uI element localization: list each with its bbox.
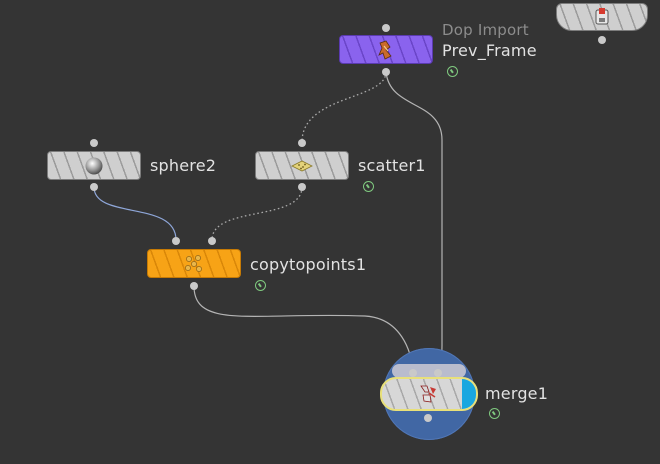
node-copytopoints1-input-port-right[interactable] — [208, 237, 216, 245]
node-dopimport-type-label: Dop Import — [442, 21, 529, 39]
node-dopimport-input-port[interactable] — [382, 24, 390, 32]
node-copytopoints1-display-flag-icon[interactable] — [255, 280, 266, 291]
wire-sphere2-copytopoints1 — [93, 186, 177, 241]
node-copytopoints1-input-port-left[interactable] — [172, 237, 180, 245]
wire-scatter1-copytopoints1 — [211, 186, 303, 241]
wire-dopimport-merge1 — [385, 71, 443, 376]
node-merge1-input-bar[interactable] — [392, 364, 466, 378]
wire-copytopoints1-merge1 — [193, 285, 414, 375]
node-dopimport-display-flag-icon[interactable] — [447, 66, 458, 77]
node-sphere2-output-port[interactable] — [90, 183, 98, 191]
node-copytopoints1-output-port[interactable] — [190, 282, 198, 290]
node-scatter1-display-flag-icon[interactable] — [363, 181, 374, 192]
merge-icon — [420, 385, 436, 403]
node-sphere2-name-label: sphere2 — [150, 156, 217, 175]
node-scatter1-output-port[interactable] — [298, 183, 306, 191]
node-merge1-input-port-right[interactable] — [434, 369, 442, 377]
node-unnamed-output-port[interactable] — [598, 36, 606, 44]
node-scatter1-name-label: scatter1 — [358, 156, 426, 175]
node-merge1-input-port-left[interactable] — [409, 369, 417, 377]
node-merge1-display-flag-icon[interactable] — [489, 408, 500, 419]
node-unnamed[interactable] — [556, 3, 648, 31]
wire-dopimport-scatter1 — [301, 71, 387, 143]
node-copytopoints1-name-label: copytopoints1 — [250, 255, 367, 274]
sphere-icon — [85, 157, 103, 174]
node-sphere2[interactable] — [47, 151, 141, 180]
node-scatter1-input-port[interactable] — [298, 139, 306, 147]
node-sphere2-input-port[interactable] — [90, 139, 98, 147]
node-dopimport[interactable] — [339, 35, 433, 64]
output-icon — [595, 8, 609, 25]
scatter-icon — [291, 160, 313, 171]
node-dopimport-output-port[interactable] — [382, 68, 390, 76]
node-scatter1[interactable] — [255, 151, 349, 180]
dop-import-icon — [378, 40, 392, 60]
node-merge1-output-port[interactable] — [424, 414, 432, 422]
node-copytopoints1[interactable] — [147, 249, 241, 278]
node-merge1-name-label: merge1 — [485, 384, 549, 403]
node-merge1[interactable] — [380, 377, 478, 411]
node-merge1-display-cap[interactable] — [462, 379, 476, 409]
copy-to-points-icon — [185, 254, 202, 272]
node-dopimport-name-label: Prev_Frame — [442, 41, 537, 60]
